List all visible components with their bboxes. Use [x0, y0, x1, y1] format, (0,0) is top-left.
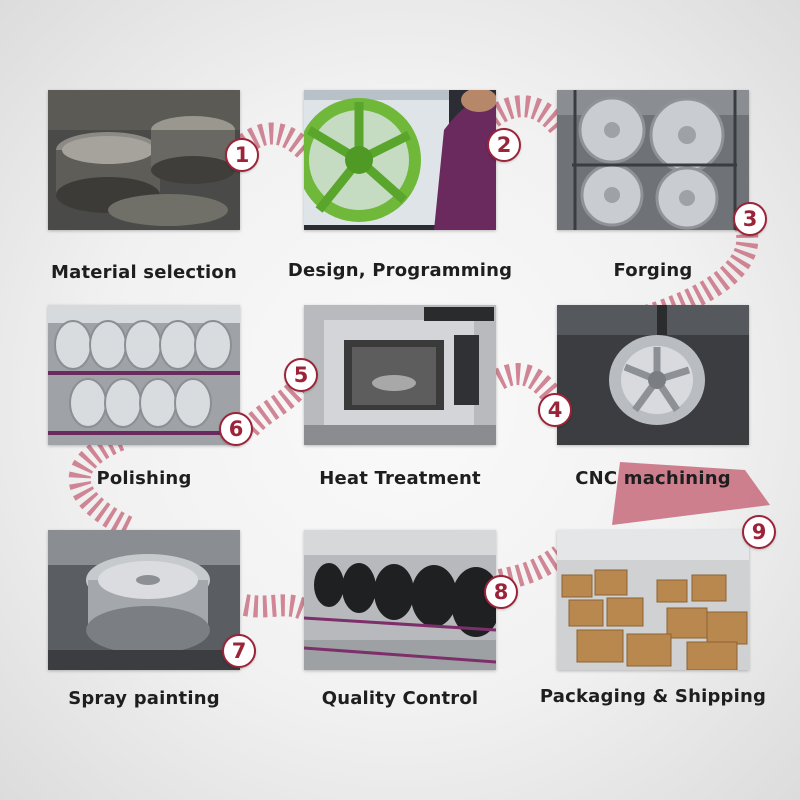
step-7-photo	[48, 530, 240, 670]
connector-5-6	[239, 377, 309, 438]
step-4-badge: 4	[538, 393, 572, 427]
heat-treatment-machine-photo	[304, 305, 496, 445]
connector-4-5	[492, 363, 565, 407]
step-9-badge: 9	[742, 515, 776, 549]
step-5-label: Heat Treatment	[319, 468, 481, 489]
step-4-photo	[557, 305, 749, 445]
step-9-label: Packaging & Shipping	[539, 686, 767, 707]
step-1-photo	[48, 90, 240, 230]
cnc-machined-wheel-photo	[557, 305, 749, 445]
step-3-label: Forging	[613, 260, 693, 281]
connector-to-9-wedge	[612, 462, 770, 525]
step-5-badge: 5	[284, 358, 318, 392]
connector-6-7	[68, 429, 135, 538]
step-2-photo	[304, 90, 496, 230]
step-1-label: Material selection	[50, 262, 238, 283]
connector-7-8	[242, 594, 310, 621]
step-8-badge: 8	[484, 575, 518, 609]
raw-wheel-blanks-photo	[48, 90, 240, 230]
step-2-label: Design, Programming	[287, 260, 513, 281]
step-8-photo	[304, 530, 496, 670]
step-3-badge: 3	[733, 202, 767, 236]
step-5-photo	[304, 305, 496, 445]
forged-wheels-rack-photo	[557, 90, 749, 230]
step-8-label: Quality Control	[321, 688, 479, 709]
step-7-label: Spray painting	[68, 688, 220, 709]
step-7-badge: 7	[222, 634, 256, 668]
step-6-badge: 6	[219, 412, 253, 446]
packaged-boxes-warehouse-photo	[557, 530, 749, 670]
connector-3-4	[636, 221, 759, 329]
cad-wheel-design-photo	[304, 90, 496, 230]
step-1-badge: 1	[225, 138, 259, 172]
step-4-label: CNC machining	[575, 468, 731, 489]
step-9-photo	[557, 530, 749, 670]
step-6-label: Polishing	[96, 468, 192, 489]
connector-2-3	[485, 95, 569, 136]
step-2-badge: 2	[487, 128, 521, 162]
polished-wheels-rack-photo	[48, 305, 240, 445]
spray-painted-wheel-photo	[48, 530, 240, 670]
step-6-photo	[48, 305, 240, 445]
step-3-photo	[557, 90, 749, 230]
quality-control-line-photo	[304, 530, 496, 670]
